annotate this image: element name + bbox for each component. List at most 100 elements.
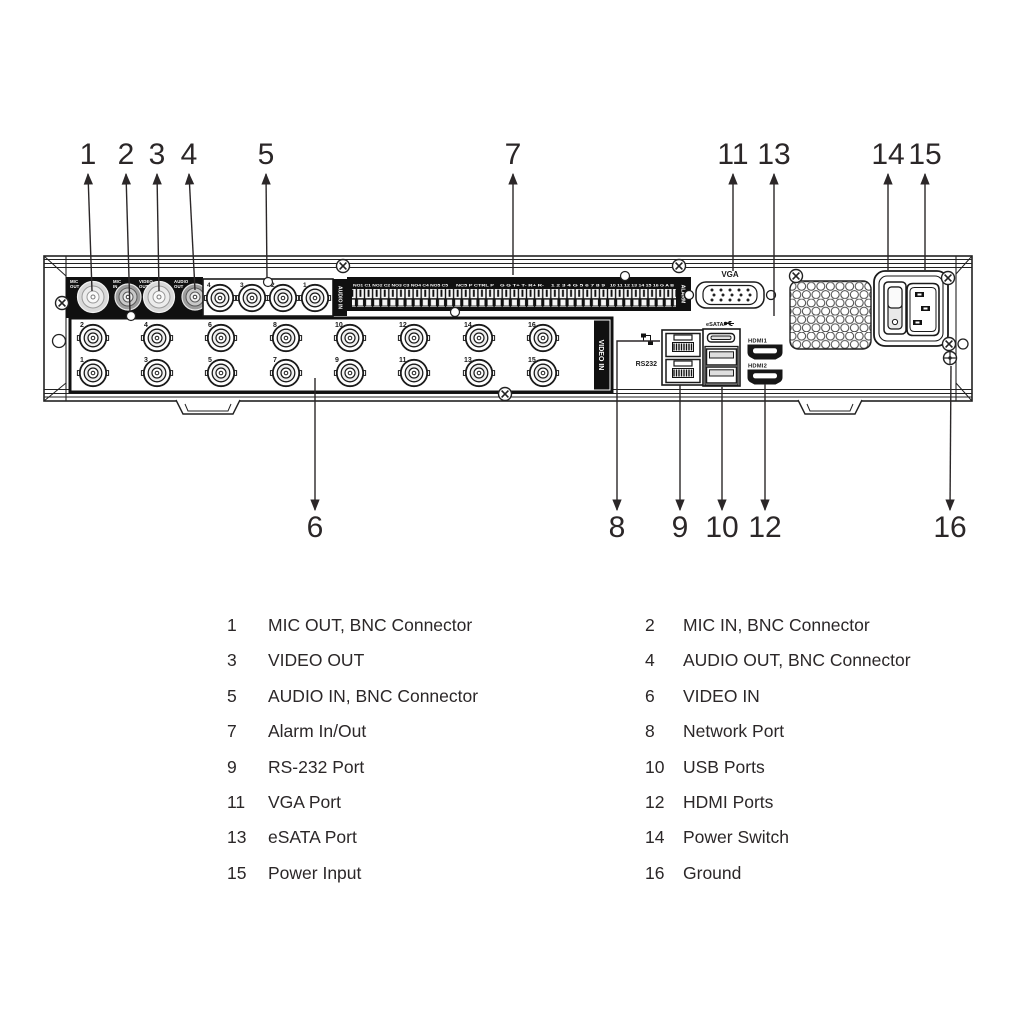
mic-out-bnc bbox=[76, 280, 110, 314]
svg-text:VGA: VGA bbox=[721, 270, 739, 279]
svg-text:15: 15 bbox=[528, 357, 536, 364]
legend-num: 13 bbox=[227, 827, 247, 848]
legend-row: 5 AUDIO IN, BNC Connector 6 VIDEO IN bbox=[227, 686, 911, 721]
fan-grille bbox=[789, 280, 872, 350]
svg-text:HDMI2: HDMI2 bbox=[748, 364, 767, 370]
legend-text: VIDEO IN bbox=[683, 685, 760, 706]
legend-num: 1 bbox=[227, 615, 237, 635]
svg-text:6: 6 bbox=[208, 322, 212, 329]
hdmi-block: HDMI1 HDMI2 bbox=[747, 339, 783, 385]
ground-screw bbox=[942, 350, 958, 366]
legend-num: 3 bbox=[227, 650, 237, 671]
svg-text:13: 13 bbox=[757, 138, 790, 171]
svg-text:12: 12 bbox=[399, 322, 407, 329]
svg-text:2: 2 bbox=[118, 138, 135, 171]
legend-row: 7 Alarm In/Out 8 Network Port bbox=[227, 721, 911, 756]
legend-text: VGA Port bbox=[268, 791, 341, 812]
power-module bbox=[873, 270, 949, 347]
svg-text:7: 7 bbox=[273, 357, 277, 364]
svg-text:NC5 P CTRL P: NC5 P CTRL P bbox=[456, 284, 495, 288]
network-rs232-block: RS232 bbox=[636, 329, 705, 386]
audio-mic-block: MIC OUT MIC IN VIDEO OUT AUDIO OUT bbox=[66, 277, 209, 318]
legend-text: VIDEO OUT bbox=[268, 650, 365, 671]
svg-text:12: 12 bbox=[748, 511, 781, 544]
video-in-bar-label: VIDEO IN bbox=[597, 340, 604, 371]
legend-num: 14 bbox=[645, 827, 665, 848]
esata-port bbox=[706, 332, 736, 343]
svg-text:G G T+ T- R+ R-: G G T+ T- R+ R- bbox=[500, 284, 545, 288]
video-in-numbers: 2 4 6 8 10 12 14 16 1 3 5 7 9 11 13 15 bbox=[80, 322, 536, 364]
usb-port-1 bbox=[705, 348, 738, 366]
svg-text:4: 4 bbox=[181, 138, 198, 171]
audio-in-bar-label: AUDIO IN bbox=[337, 286, 343, 310]
svg-text:VIDEO: VIDEO bbox=[139, 279, 153, 284]
legend-text: MIC IN, BNC Connector bbox=[683, 615, 870, 635]
legend-text: eSATA Port bbox=[268, 827, 357, 848]
mic-in-bnc bbox=[114, 283, 142, 311]
svg-text:NO1 C1 NO2 C2 NO3 C3 NO4 C4 NO: NO1 C1 NO2 C2 NO3 C3 NO4 C4 NO5 C5 bbox=[353, 284, 448, 288]
legend-text: AUDIO IN, BNC Connector bbox=[268, 685, 479, 706]
legend-text: Power Input bbox=[268, 862, 362, 883]
video-in-block: 2 4 6 8 10 12 14 16 1 3 5 7 9 11 13 15 V… bbox=[68, 316, 614, 394]
legend-num: 4 bbox=[645, 650, 655, 671]
svg-text:13: 13 bbox=[464, 357, 472, 364]
svg-text:AUDIO: AUDIO bbox=[174, 279, 189, 284]
svg-text:10 11 12 13 14 15 16 G A B: 10 11 12 13 14 15 16 G A B bbox=[610, 284, 674, 288]
power-pins bbox=[913, 292, 930, 325]
legend-num: 8 bbox=[645, 721, 655, 742]
svg-text:1 2 3 4 G 5 6 7 8 9: 1 2 3 4 G 5 6 7 8 9 bbox=[551, 284, 605, 288]
legend-row: 1 MIC OUT, BNC Connector 2 MIC IN, BNC C… bbox=[227, 615, 911, 650]
alarm-terminal-block: NO1 C1 NO2 C2 NO3 C3 NO4 C4 NO5 C5 NC5 P… bbox=[347, 277, 691, 311]
legend-text: Power Switch bbox=[683, 827, 790, 848]
svg-text:4: 4 bbox=[144, 322, 148, 329]
callout-lines bbox=[83, 172, 955, 512]
vga-pins bbox=[710, 288, 752, 302]
svg-text:1: 1 bbox=[80, 357, 84, 364]
svg-text:16: 16 bbox=[528, 322, 536, 329]
esata-usb-block: eSATA/ bbox=[702, 321, 741, 387]
svg-text:9: 9 bbox=[335, 357, 339, 364]
svg-text:14: 14 bbox=[871, 138, 904, 171]
svg-text:5: 5 bbox=[208, 357, 212, 364]
svg-text:8: 8 bbox=[273, 322, 277, 329]
screws bbox=[51, 258, 969, 402]
svg-text:10: 10 bbox=[705, 511, 738, 544]
svg-text:OUT: OUT bbox=[70, 284, 80, 289]
legend-text: AUDIO OUT, BNC Connector bbox=[683, 650, 911, 671]
svg-text:MIC: MIC bbox=[70, 279, 78, 284]
svg-text:2: 2 bbox=[80, 322, 84, 329]
svg-text:5: 5 bbox=[258, 138, 275, 171]
legend-num: 7 bbox=[227, 721, 237, 742]
legend: 1 MIC OUT, BNC Connector 2 MIC IN, BNC C… bbox=[227, 615, 911, 898]
svg-text:4: 4 bbox=[207, 282, 211, 289]
svg-text:16: 16 bbox=[933, 511, 966, 544]
svg-text:1: 1 bbox=[303, 282, 307, 289]
legend-text: HDMI Ports bbox=[683, 791, 774, 812]
legend-text: USB Ports bbox=[683, 756, 765, 777]
legend-num: 9 bbox=[227, 756, 237, 777]
svg-text:8: 8 bbox=[609, 511, 626, 544]
callout-numbers: 1 2 3 4 5 7 11 13 14 15 6 8 9 10 12 16 bbox=[80, 138, 967, 544]
legend-num: 16 bbox=[645, 862, 665, 883]
svg-text:11: 11 bbox=[717, 138, 748, 171]
usb-icon bbox=[723, 321, 734, 326]
chassis-feet bbox=[175, 399, 863, 415]
legend-row: 3 VIDEO OUT 4 AUDIO OUT, BNC Connector bbox=[227, 650, 911, 685]
usb-port-2 bbox=[705, 366, 738, 384]
legend-row: 15 Power Input 16 Ground bbox=[227, 863, 911, 898]
svg-text:MIC: MIC bbox=[113, 279, 121, 284]
legend-num: 5 bbox=[227, 685, 237, 706]
power-inlet bbox=[906, 282, 940, 337]
svg-text:HDMI1: HDMI1 bbox=[748, 339, 768, 345]
svg-text:IN: IN bbox=[113, 284, 118, 289]
legend-row: 9 RS-232 Port 10 USB Ports bbox=[227, 757, 911, 792]
legend-num: 11 bbox=[227, 791, 246, 812]
legend-text: Ground bbox=[683, 862, 742, 883]
svg-text:11: 11 bbox=[399, 357, 407, 364]
svg-text:OUT: OUT bbox=[139, 284, 149, 289]
svg-text:6: 6 bbox=[307, 511, 324, 544]
svg-text:7: 7 bbox=[505, 138, 522, 171]
svg-text:3: 3 bbox=[149, 138, 166, 171]
svg-text:2: 2 bbox=[271, 282, 275, 289]
